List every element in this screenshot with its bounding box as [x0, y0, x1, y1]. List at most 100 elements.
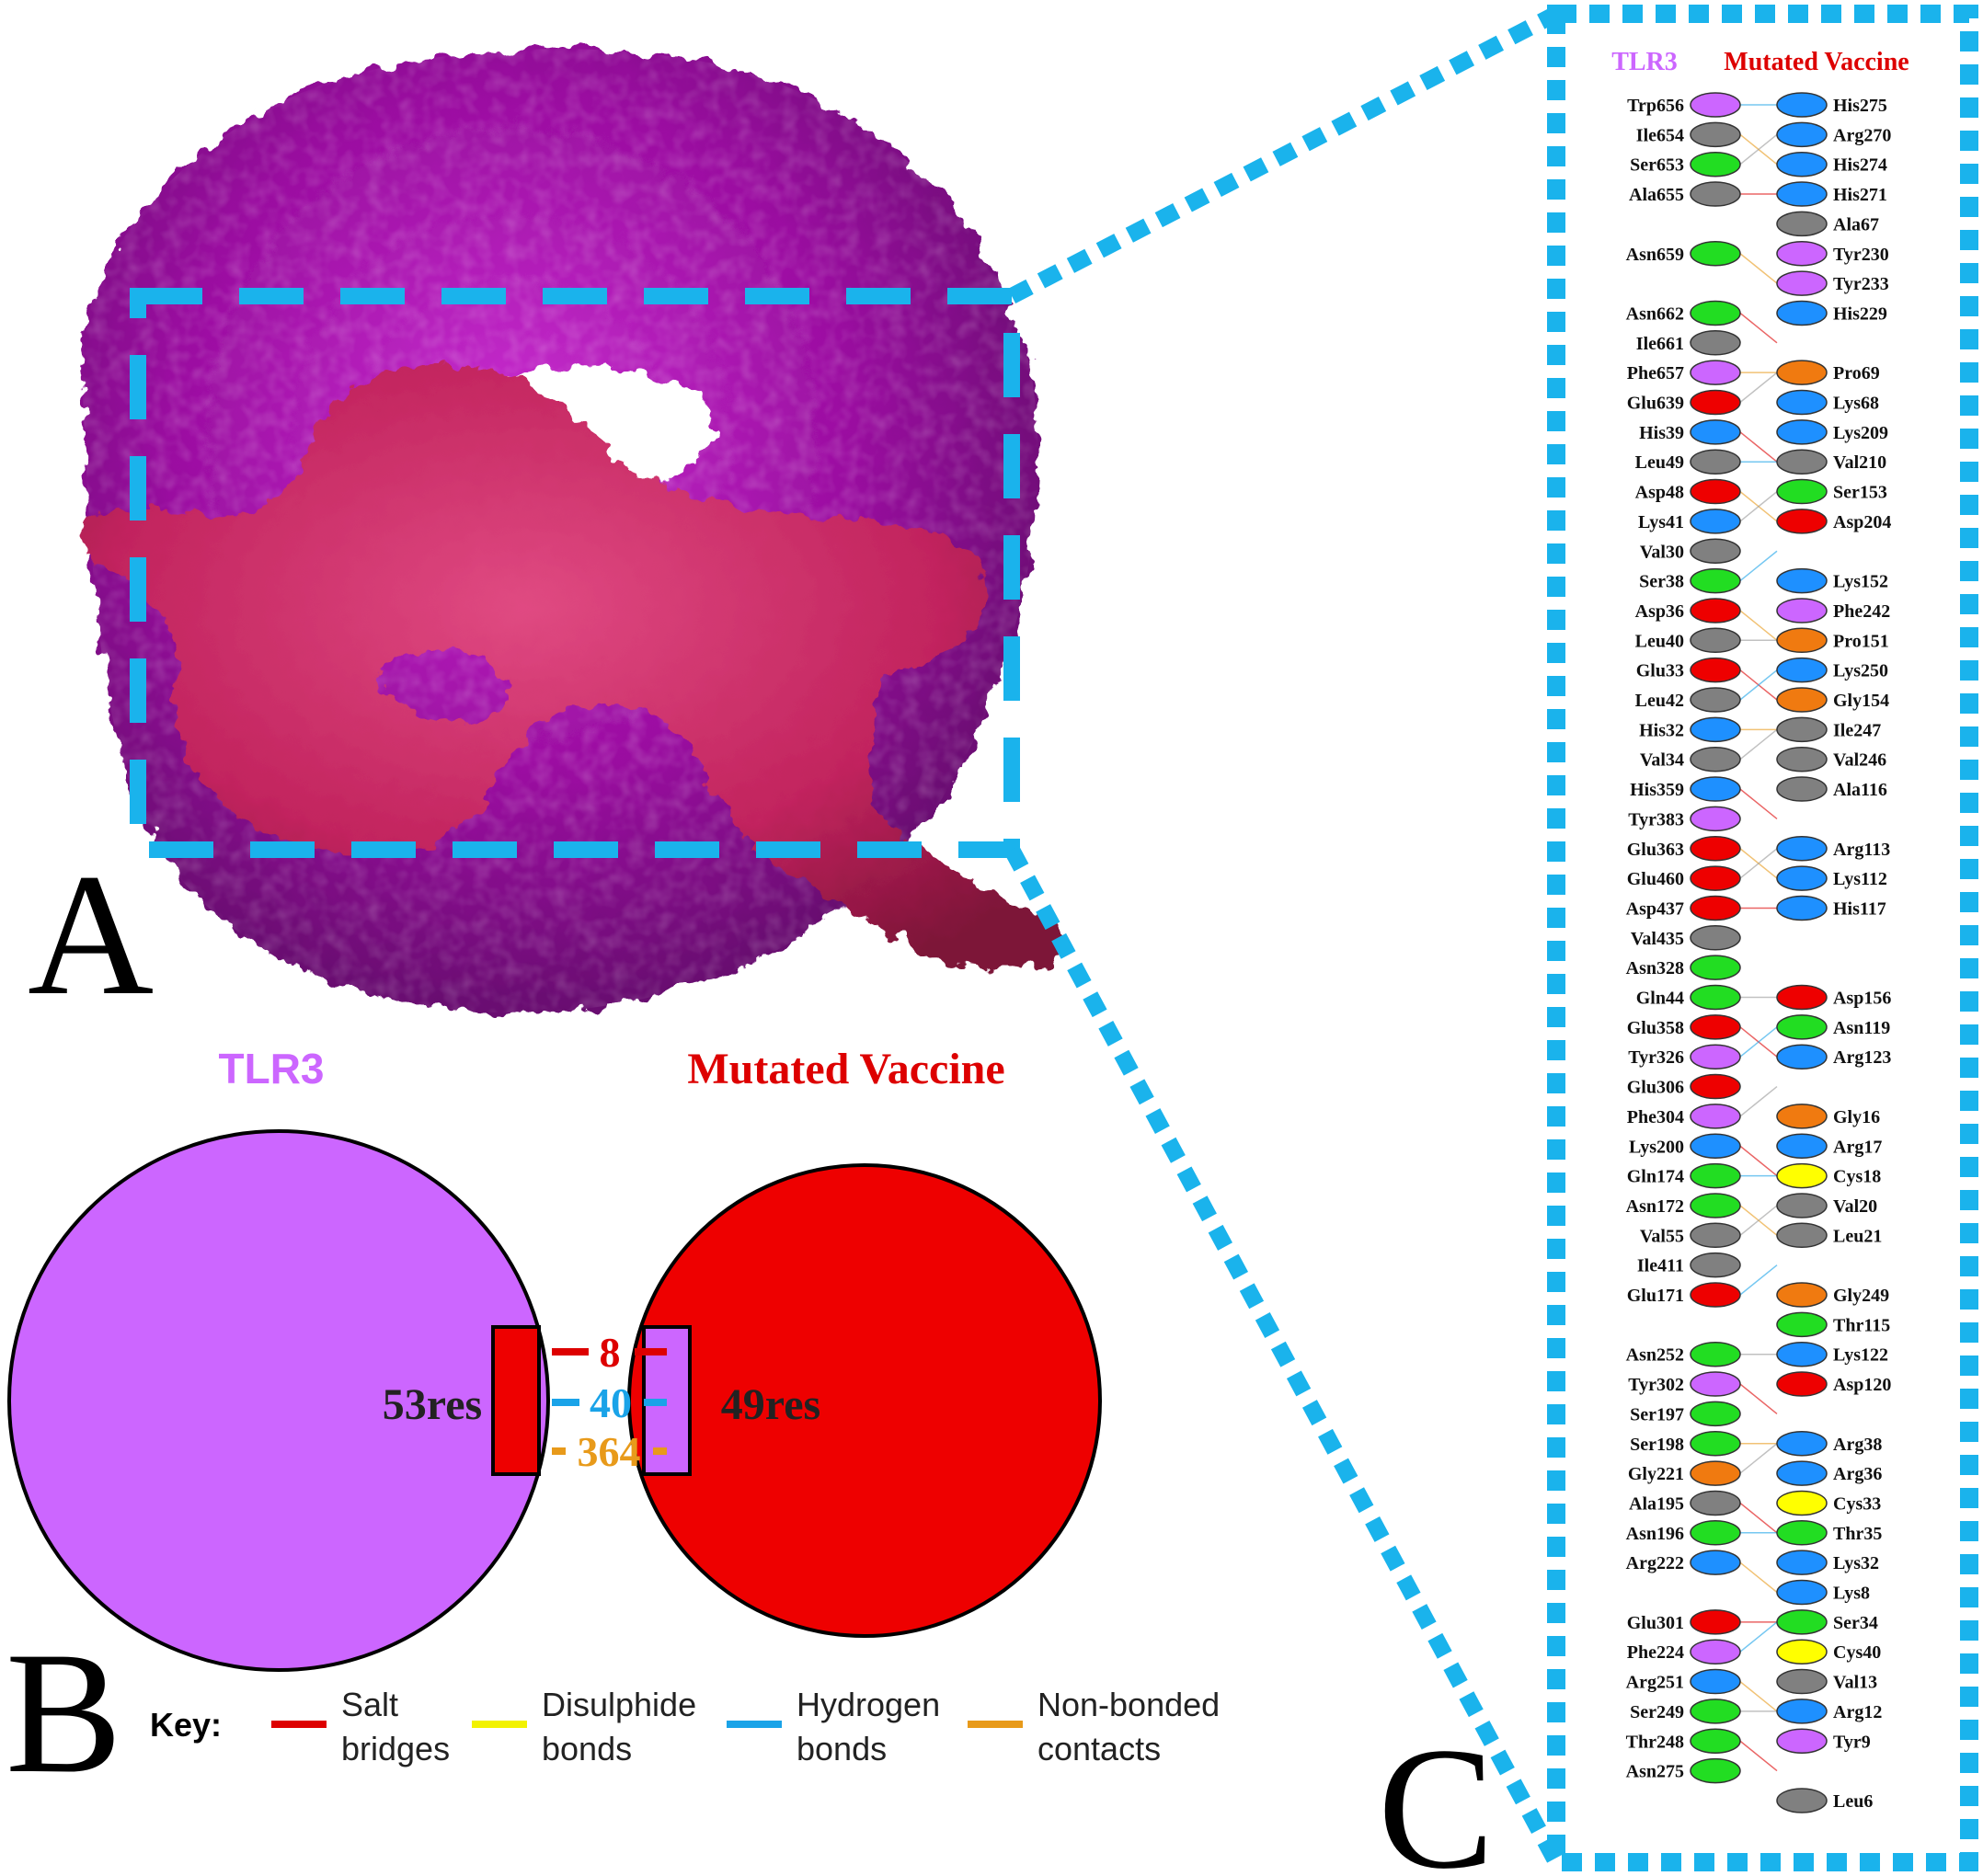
- residue-marker: [1690, 657, 1741, 683]
- vaccine-residue: Pro69: [1776, 360, 1880, 385]
- residue-label: His39: [1639, 423, 1684, 443]
- residue-label: Lys200: [1629, 1137, 1684, 1157]
- residue-marker: [1690, 151, 1741, 177]
- key-label-line1: Salt: [341, 1686, 398, 1723]
- vaccine-residue: His229: [1776, 300, 1887, 326]
- vaccine-residue: His117: [1776, 895, 1886, 921]
- residue-marker: [1776, 300, 1828, 326]
- residue-marker: [1690, 1460, 1741, 1486]
- interaction-line: [1739, 550, 1778, 582]
- residue-marker: [1776, 1460, 1828, 1486]
- residue-label: Lys112: [1833, 869, 1887, 889]
- residue-marker: [1690, 1609, 1741, 1635]
- residue-label: Asp204: [1833, 512, 1891, 532]
- interaction-line: [1739, 312, 1778, 344]
- residue-label: Ala195: [1629, 1493, 1684, 1514]
- residue-label: Gln174: [1627, 1167, 1684, 1187]
- residue-label: Val34: [1640, 750, 1684, 771]
- vaccine-residue: Ala116: [1776, 776, 1887, 802]
- tlr3-residue: Trp656: [1627, 92, 1741, 118]
- residue-marker: [1776, 567, 1828, 594]
- residue-label: Leu49: [1635, 452, 1684, 473]
- tlr3-residue: Phe657: [1627, 360, 1741, 385]
- vaccine-circle: [627, 1163, 1102, 1638]
- panel-a: A: [28, 49, 1066, 1032]
- residue-marker: [1776, 121, 1828, 148]
- residue-marker: [1776, 746, 1828, 772]
- residue-marker: [1776, 1609, 1828, 1635]
- tlr3-residue: Gln174: [1627, 1162, 1741, 1189]
- residue-label: Phe224: [1627, 1642, 1684, 1663]
- residue-marker: [1690, 478, 1741, 505]
- interaction-line: [1739, 1085, 1778, 1117]
- vaccine-residue: Arg123: [1776, 1044, 1891, 1070]
- residue-marker: [1690, 1193, 1741, 1218]
- interaction-line: [1739, 610, 1778, 641]
- zoom-connectors: [1004, 6, 1564, 1867]
- residue-label: Lys250: [1833, 661, 1888, 681]
- residue-marker: [1690, 389, 1741, 416]
- residue-label: Ser249: [1630, 1702, 1684, 1722]
- residue-label: Arg12: [1833, 1702, 1882, 1722]
- residue-label: Lys32: [1833, 1553, 1879, 1573]
- residue-label: Arg36: [1833, 1464, 1882, 1484]
- tlr3-residue: Val55: [1640, 1222, 1741, 1249]
- residue-marker: [1776, 151, 1828, 177]
- vaccine-residue: Arg113: [1776, 836, 1890, 862]
- key-label-line1: Non-bonded: [1037, 1686, 1220, 1723]
- residue-label: Cys40: [1833, 1642, 1881, 1663]
- residue-marker: [1690, 806, 1741, 832]
- residue-label: Ile661: [1636, 334, 1684, 354]
- vaccine-residue: Val246: [1776, 746, 1886, 772]
- key-label-line2: bonds: [797, 1730, 887, 1767]
- residue-label: Pro151: [1833, 631, 1889, 651]
- residue-label: Lys8: [1833, 1584, 1870, 1604]
- residue-label: Arg113: [1833, 840, 1890, 860]
- vaccine-residue: Gly249: [1776, 1282, 1889, 1308]
- residue-label: His117: [1833, 898, 1886, 919]
- tlr3-residue: Asp437: [1626, 895, 1741, 921]
- vaccine-residue: Lys8: [1776, 1579, 1870, 1606]
- residue-label: Ser653: [1630, 155, 1684, 176]
- residue-marker: [1776, 836, 1828, 862]
- vaccine-residue: Pro151: [1776, 627, 1889, 654]
- residue-marker: [1776, 1668, 1828, 1695]
- residue-marker: [1776, 1162, 1828, 1189]
- vaccine-residue: Cys18: [1776, 1162, 1881, 1189]
- residue-label: His32: [1639, 720, 1684, 740]
- residue-marker: [1776, 1371, 1828, 1397]
- residue-label: Glu171: [1627, 1286, 1684, 1306]
- residue-label: Ser38: [1639, 572, 1684, 592]
- residue-marker: [1690, 1282, 1741, 1308]
- zoom-connector-top: [1007, 6, 1561, 303]
- tlr3-residue: Ile654: [1636, 121, 1741, 148]
- tlr3-residue: Ile411: [1637, 1252, 1741, 1278]
- residue-label: Glu363: [1627, 840, 1684, 860]
- tlr3-residue: Glu306: [1627, 1073, 1741, 1100]
- residue-label: Leu42: [1635, 691, 1684, 711]
- tlr3-residue: Asn172: [1626, 1193, 1741, 1218]
- vaccine-residue: Phe242: [1776, 598, 1890, 623]
- interaction-line: [1739, 1443, 1778, 1474]
- interaction-line: [1739, 1561, 1778, 1594]
- vaccine-residue: Asp204: [1776, 509, 1891, 534]
- interaction-line: [1739, 1680, 1778, 1712]
- residue-marker: [1776, 716, 1828, 743]
- key-label: Key:: [150, 1706, 222, 1744]
- tlr3-residue: Lys41: [1638, 509, 1741, 534]
- residue-marker: [1776, 1222, 1828, 1249]
- vaccine-residue: Lys32: [1776, 1550, 1879, 1575]
- residue-label: Asp36: [1635, 601, 1684, 622]
- tlr3-residue: His359: [1630, 776, 1741, 802]
- residue-label: Asn275: [1626, 1762, 1684, 1782]
- residue-marker: [1690, 567, 1741, 594]
- residue-label: Asp48: [1635, 483, 1684, 503]
- interaction-line: [1739, 1383, 1778, 1414]
- residue-label: Lys68: [1833, 394, 1879, 414]
- residue-marker: [1690, 627, 1741, 654]
- vaccine-residue: Lys209: [1776, 419, 1888, 445]
- tlr3-circle: [7, 1129, 550, 1672]
- tlr3-residue: Ala655: [1629, 181, 1741, 207]
- residue-marker: [1776, 419, 1828, 445]
